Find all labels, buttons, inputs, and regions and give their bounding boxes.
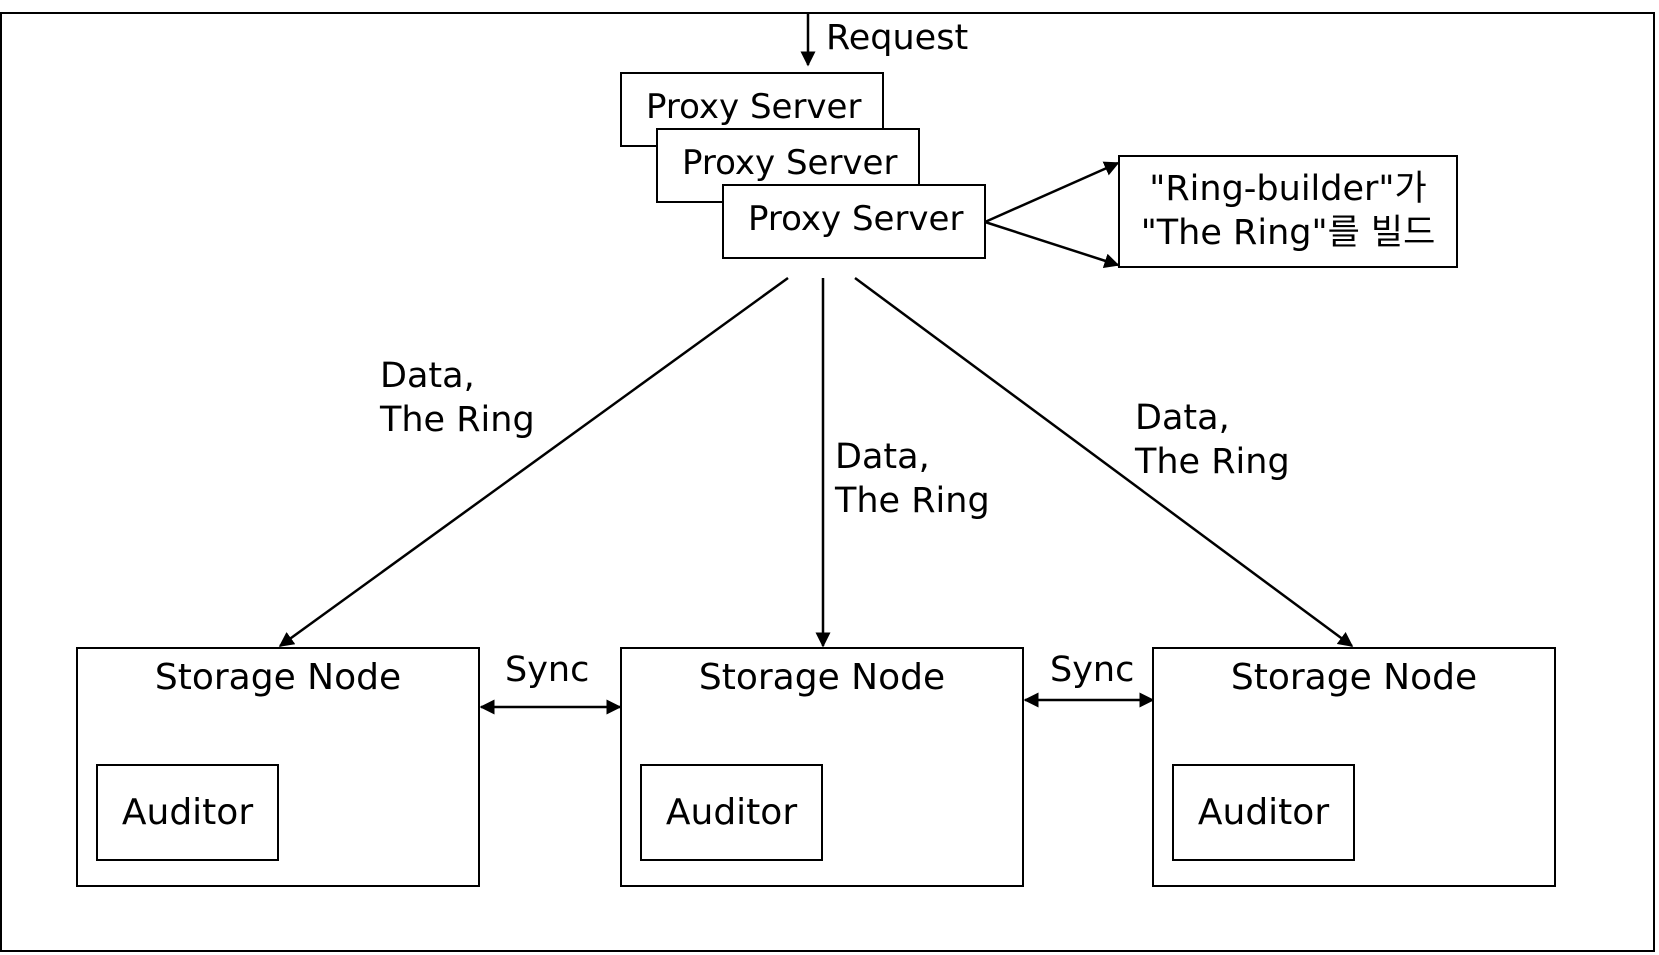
data-arrow-right xyxy=(854,276,1354,648)
edge-label-center: Data, The Ring xyxy=(835,435,990,523)
storage-node-title: Storage Node xyxy=(698,657,946,698)
builder-arrow-bottom xyxy=(984,220,1120,268)
ring-builder-line-1: "Ring-builder"가 xyxy=(1149,169,1427,209)
proxy-server-label: Proxy Server xyxy=(646,87,862,127)
auditor-box: Auditor xyxy=(1172,764,1355,861)
builder-arrow-top xyxy=(984,161,1120,224)
sync-label-right: Sync xyxy=(1050,650,1135,690)
edge-label-line-2: The Ring xyxy=(835,481,990,521)
proxy-server-label: Proxy Server xyxy=(748,199,964,239)
edge-label-line-1: Data, xyxy=(835,437,930,477)
proxy-server-box-3: Proxy Server xyxy=(722,184,986,259)
auditor-label: Auditor xyxy=(665,792,798,833)
storage-node-3: Storage Node Auditor xyxy=(1152,647,1556,887)
auditor-box: Auditor xyxy=(96,764,279,861)
auditor-box: Auditor xyxy=(640,764,823,861)
diagram-frame xyxy=(0,12,1655,952)
storage-node-title: Storage Node xyxy=(1230,657,1478,698)
storage-node-title: Storage Node xyxy=(154,657,402,698)
edge-label-line-2: The Ring xyxy=(380,400,535,440)
edge-label-line-2: The Ring xyxy=(1135,442,1290,482)
auditor-label: Auditor xyxy=(1197,792,1330,833)
edge-label-right: Data, The Ring xyxy=(1135,396,1290,484)
storage-node-2: Storage Node Auditor xyxy=(620,647,1024,887)
storage-node-1: Storage Node Auditor xyxy=(76,647,480,887)
sync-label-left: Sync xyxy=(505,650,590,690)
auditor-label: Auditor xyxy=(121,792,254,833)
ring-builder-line-2: "The Ring"를 빌드 xyxy=(1140,213,1436,253)
proxy-server-label: Proxy Server xyxy=(682,143,898,183)
request-label: Request xyxy=(826,18,969,58)
data-arrow-left xyxy=(278,276,789,648)
ring-builder-box: "Ring-builder"가 "The Ring"를 빌드 xyxy=(1118,155,1458,268)
edge-label-line-1: Data, xyxy=(380,356,475,396)
edge-label-left: Data, The Ring xyxy=(380,354,535,442)
edge-label-line-1: Data, xyxy=(1135,398,1230,438)
